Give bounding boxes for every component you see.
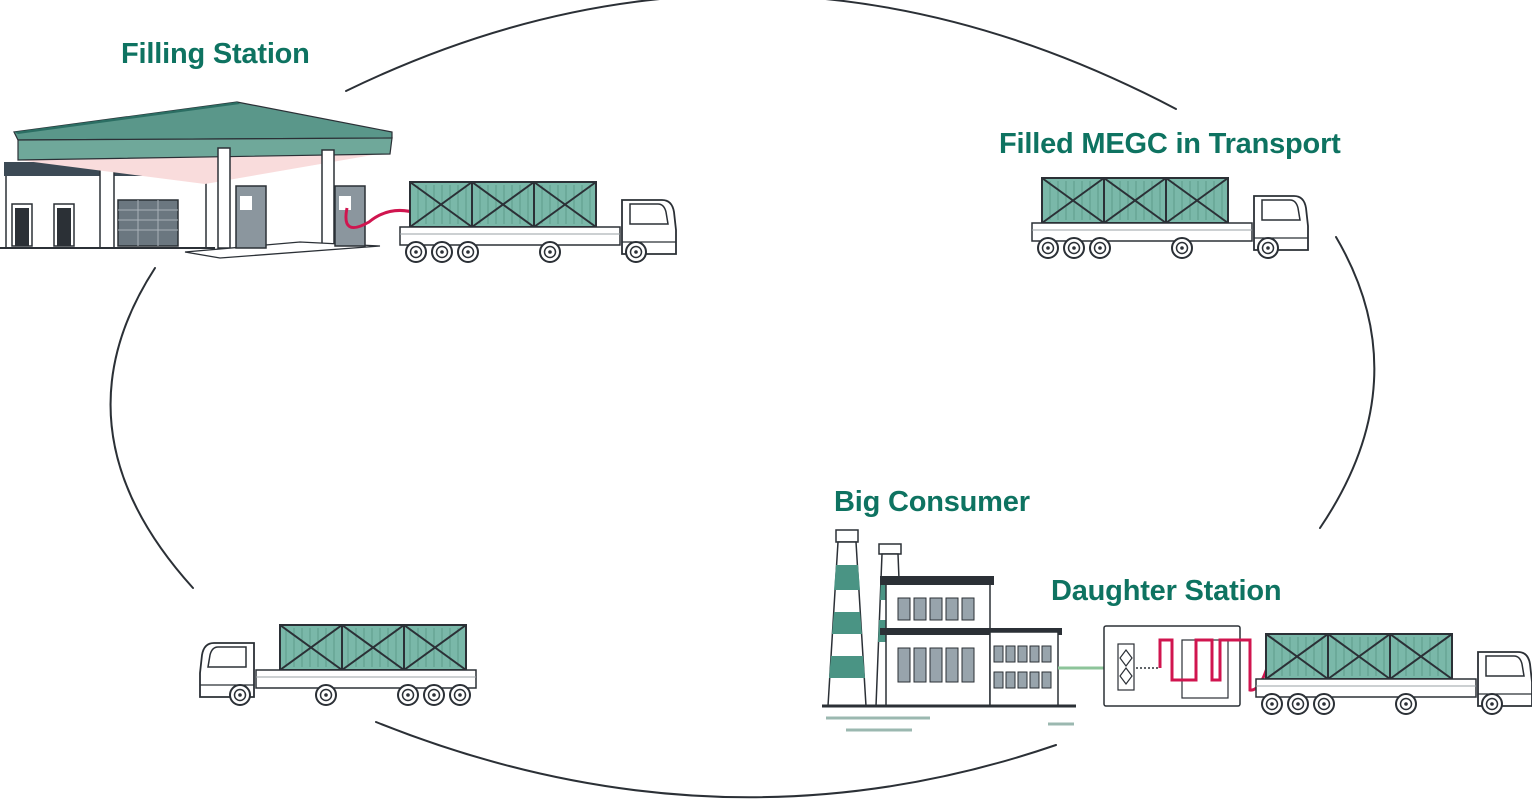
truck-in-transport — [1032, 178, 1308, 258]
truck-returning — [200, 625, 476, 705]
cycle-arrows — [109, 0, 1376, 799]
label-filling-station: Filling Station — [121, 38, 310, 70]
label-filled-megc-in-transport: Filled MEGC in Transport — [999, 128, 1341, 160]
label-big-consumer: Big Consumer — [834, 486, 1030, 518]
arc-right — [1319, 236, 1376, 529]
factory-illustration — [822, 529, 1104, 732]
truck-at-daughter-station — [1256, 634, 1532, 714]
arc-left — [109, 267, 194, 589]
filling-station-illustration — [0, 101, 420, 259]
label-daughter-station: Daughter Station — [1051, 575, 1282, 607]
daughter-station-illustration — [1103, 625, 1274, 707]
truck-at-filling-station — [400, 182, 676, 262]
arc-top — [345, 0, 1177, 110]
arc-bottom — [375, 721, 1057, 799]
